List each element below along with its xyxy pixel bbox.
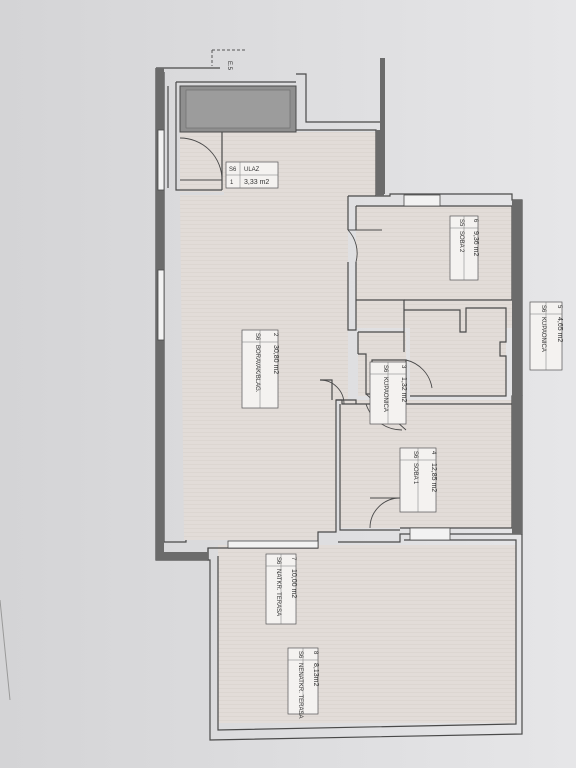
room-number: 6 bbox=[472, 219, 478, 223]
room-code: S5 bbox=[458, 219, 464, 227]
room-area: 12,85 m2 bbox=[430, 463, 437, 492]
room-name: NATKR. TERASA bbox=[275, 569, 281, 616]
room-number: 7 bbox=[290, 557, 296, 561]
room-number: 4 bbox=[430, 451, 436, 455]
room-code: S6 bbox=[275, 557, 281, 565]
paper-edge-line bbox=[0, 599, 11, 701]
room-area: 8,13m2 bbox=[312, 663, 319, 686]
shaft-block bbox=[179, 85, 297, 133]
windows bbox=[157, 129, 451, 549]
room-area: 10,00 m2 bbox=[290, 569, 297, 598]
room-code: S6 bbox=[229, 167, 237, 173]
room-number: 2 bbox=[272, 333, 278, 337]
room-code: S6 bbox=[382, 365, 388, 373]
room-number: 1 bbox=[230, 180, 234, 186]
room-name: ULAZ bbox=[244, 167, 260, 173]
room-area: 30,80 m2 bbox=[272, 345, 279, 374]
doors bbox=[179, 137, 433, 529]
room-label-ulaz: S6 ULAZ 1 3,33 m2 bbox=[225, 161, 279, 189]
room-name: KUPAONICA bbox=[382, 377, 388, 412]
room-name: BORAVAK/BLAG. bbox=[254, 345, 260, 393]
room-area: 9,36 m2 bbox=[472, 231, 479, 256]
room-code: S6 bbox=[254, 333, 260, 341]
room-area: 4,65 m2 bbox=[556, 317, 563, 342]
room-number: 8 bbox=[312, 651, 318, 655]
room-name: SOBA 2 bbox=[458, 231, 464, 253]
sheet-reference-label: E.5 bbox=[226, 61, 232, 71]
room-name: SOBA 1 bbox=[412, 463, 418, 485]
room-area: 3,33 m2 bbox=[244, 179, 269, 186]
sheet-reference: E.5 bbox=[211, 49, 245, 71]
room-number: 3 bbox=[400, 365, 406, 369]
room-name: KUPAONICA bbox=[540, 317, 546, 352]
room-code: S6 bbox=[297, 651, 303, 659]
room-area: 1,32 m2 bbox=[400, 377, 407, 402]
room-name: NENATKR. TERASA bbox=[297, 663, 303, 718]
room-code: S6 bbox=[412, 451, 418, 459]
room-number: 5 bbox=[556, 305, 562, 309]
room-code: S6 bbox=[540, 305, 546, 313]
